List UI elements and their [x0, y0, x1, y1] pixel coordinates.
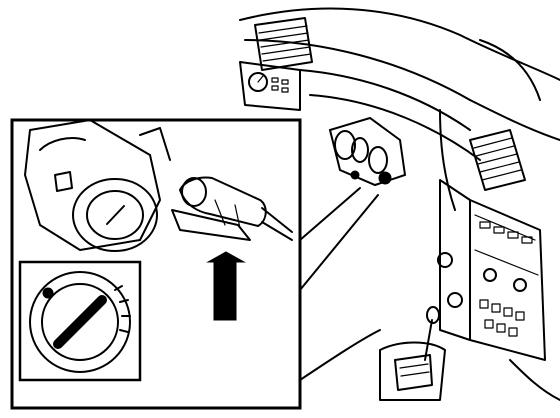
dashboard-right-curve — [509, 359, 560, 401]
callout-line-top — [299, 187, 361, 241]
key-slot-icon — [106, 205, 125, 225]
right-air-vent — [469, 129, 526, 191]
extractor-tool-icon — [171, 176, 293, 241]
gear-selector — [379, 306, 446, 401]
key-cylinder-icon — [72, 178, 158, 252]
ignition-key-icon — [378, 171, 392, 185]
dashboard-column — [439, 109, 456, 211]
lock-position-detail — [18, 260, 142, 382]
dashboard-top-edge — [239, 7, 560, 81]
steering-rim — [479, 39, 541, 101]
dashboard-lower-line — [309, 94, 481, 161]
console-knob — [437, 252, 453, 268]
dashboard-upper-panel — [244, 39, 471, 101]
console-knob — [513, 278, 527, 292]
gauge-icon — [248, 72, 268, 92]
console-button — [479, 221, 491, 229]
ignition-switch-icon — [24, 119, 171, 252]
console-button — [507, 231, 519, 239]
console-knob — [483, 268, 497, 282]
left-air-vent — [254, 17, 313, 71]
dashboard-cover-line — [299, 69, 471, 131]
console-knob — [447, 292, 463, 308]
dashboard-lower-curve — [299, 329, 381, 381]
callout-line-bottom — [299, 194, 379, 291]
console-button — [521, 236, 533, 244]
lock-dial-icon — [29, 271, 131, 373]
detail-inset — [10, 118, 302, 410]
dashboard — [239, 7, 560, 401]
lock-key-slot-icon — [53, 295, 107, 349]
arrow-up-icon — [206, 251, 246, 321]
lock-position-marker — [42, 287, 54, 299]
center-console — [437, 179, 546, 361]
ignition-switch-assembly — [328, 116, 407, 187]
dashboard-panel-edge — [469, 99, 560, 141]
instrument-cluster — [239, 61, 301, 111]
console-button — [493, 226, 505, 234]
